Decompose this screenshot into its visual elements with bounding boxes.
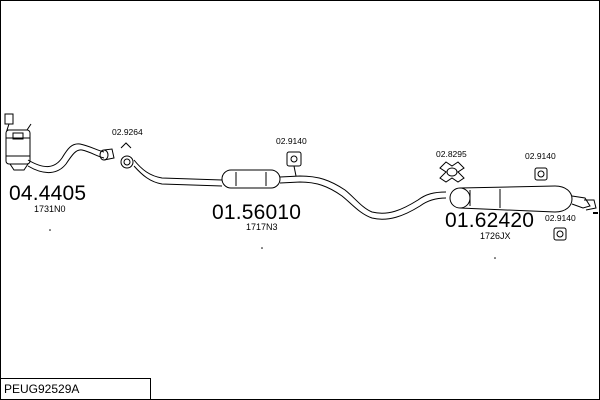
part-ref-catalyst: 1731N0: [34, 204, 66, 214]
middle-silencer-drawing: [133, 159, 447, 220]
fitting-number-hanger-rear-bottom: 02.9140: [545, 213, 576, 223]
footer-code-box: PEUG92529A: [0, 378, 151, 399]
part-number-rear: 01.62420: [445, 209, 535, 232]
hanger-rear-top-drawing: [534, 167, 548, 181]
part-number-middle: 01.56010: [212, 201, 302, 224]
rear-silencer-drawing: [449, 185, 597, 213]
part-ref-middle: 1717N3: [246, 222, 278, 232]
fitting-number-hanger-middle: 02.9140: [276, 136, 307, 146]
footer-code: PEUG92529A: [4, 382, 80, 396]
front-pipe-drawing: [27, 143, 115, 173]
mounting-clamp-drawing: [439, 161, 465, 183]
fitting-number-clamp: 02.8295: [436, 149, 467, 159]
part-number-catalyst: 04.4405: [9, 182, 87, 205]
gasket-ring-drawing: [120, 142, 134, 169]
hanger-middle-drawing: [286, 151, 302, 177]
fitting-number-hanger-rear-top: 02.9140: [525, 151, 556, 161]
fitting-number-gasket: 02.9264: [112, 127, 143, 137]
catalytic-converter-drawing: [4, 113, 32, 171]
hanger-rear-bottom-drawing: [553, 227, 567, 241]
part-ref-rear: 1726JX: [480, 231, 511, 241]
